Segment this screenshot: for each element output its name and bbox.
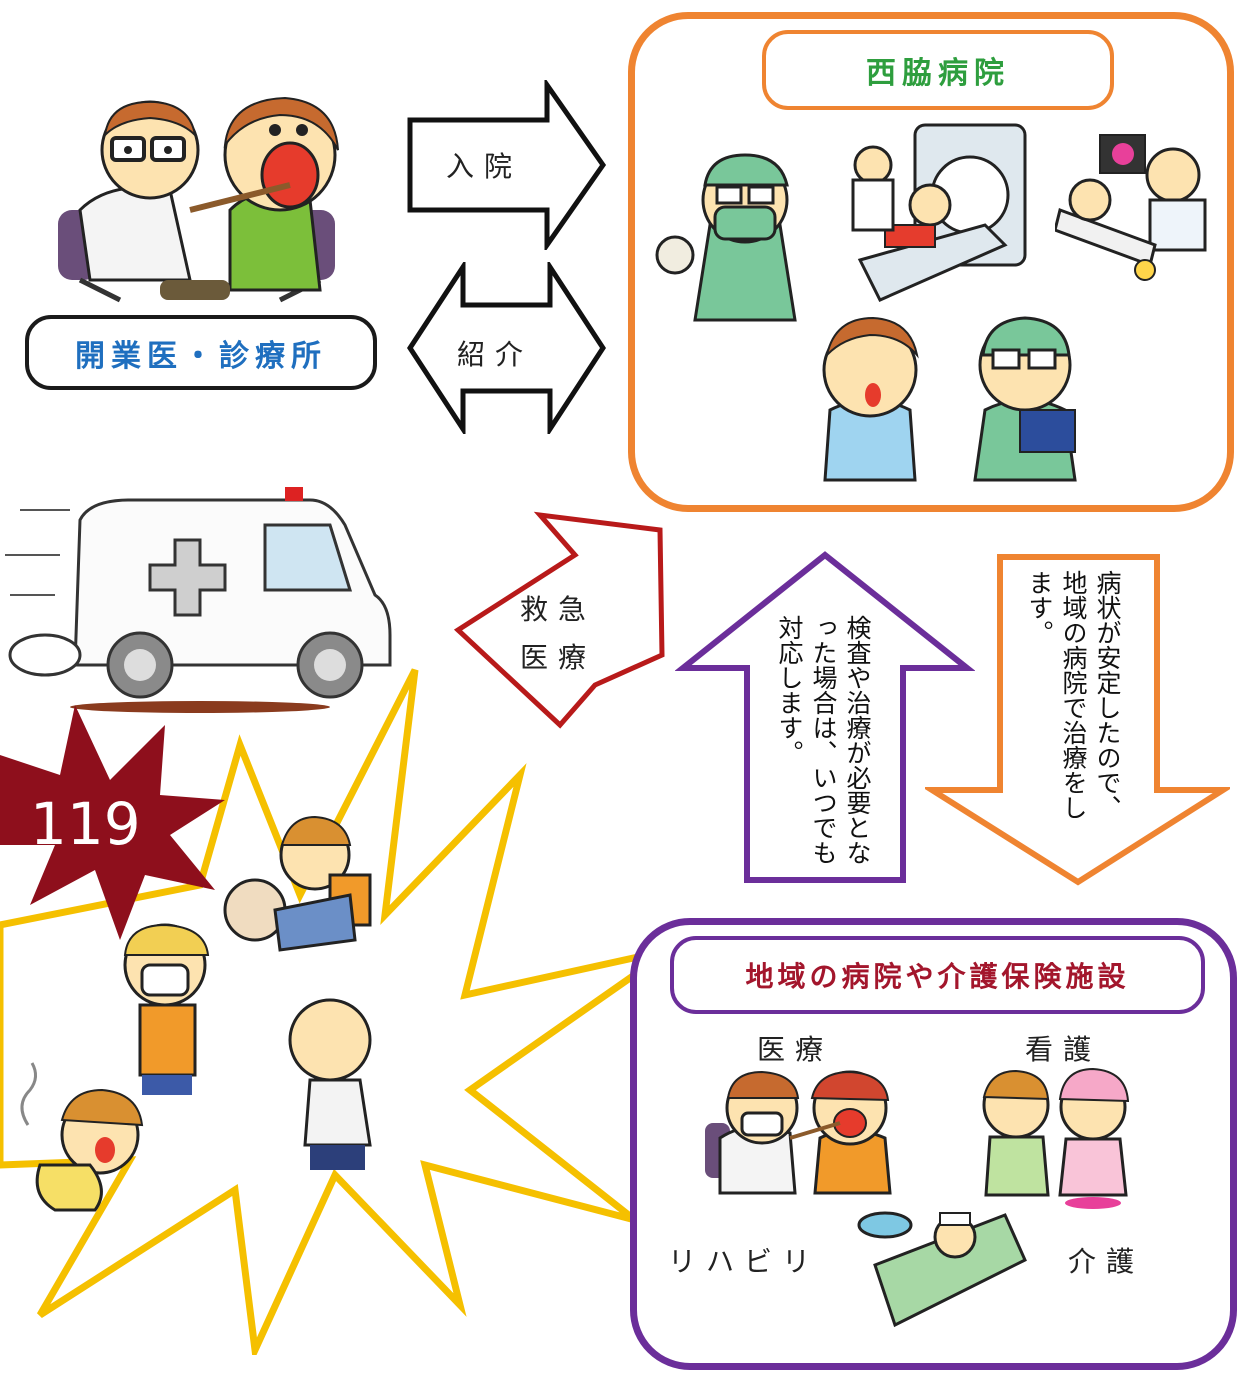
emergency-arrow (453, 511, 665, 729)
hospital-label[interactable]: 西脇病院 (762, 30, 1114, 110)
emergency-number: 119 (30, 790, 141, 858)
bedridden-patient-illustration (857, 1211, 1027, 1328)
clinic-doctor-illustration (58, 96, 339, 303)
admission-arrow-label: 入院 (446, 150, 523, 183)
down-arrow (925, 554, 1230, 886)
service-rehabilitation: リハビリ (668, 1245, 821, 1278)
referral-arrow-label: 紹介 (457, 338, 534, 371)
clinic-label[interactable]: 開業医・診療所 (25, 315, 377, 390)
service-medical: 医療 (757, 1033, 834, 1066)
emergency-arrow-label-2: 医療 (520, 641, 597, 674)
emergency-arrow-label-1: 救急 (520, 593, 597, 626)
emergency-number-starburst (0, 705, 225, 940)
up-arrow (675, 551, 975, 883)
regional-label[interactable]: 地域の病院や介護保険施設 (670, 936, 1205, 1014)
ct-scanner-illustration (851, 123, 1027, 302)
ambulance-illustration (5, 487, 392, 713)
endoscopy-illustration (1055, 134, 1207, 281)
service-nursing: 看護 (1025, 1033, 1102, 1066)
consultation-illustration (822, 316, 1077, 482)
referral-arrow (407, 262, 606, 434)
injured-people-illustration (20, 815, 372, 1212)
service-care: 介護 (1068, 1245, 1145, 1278)
nurse-illustration (982, 1067, 1130, 1209)
surgeon-illustration (655, 153, 797, 322)
down-arrow-note: 病状が安定したので、地域の病院で治療をします。 (1025, 570, 1122, 820)
up-arrow-note: 検査や治療が必要となった場合は、いつでも対応します。 (775, 615, 872, 865)
regional-doctor-illustration (705, 1070, 892, 1195)
admission-arrow (407, 80, 607, 250)
